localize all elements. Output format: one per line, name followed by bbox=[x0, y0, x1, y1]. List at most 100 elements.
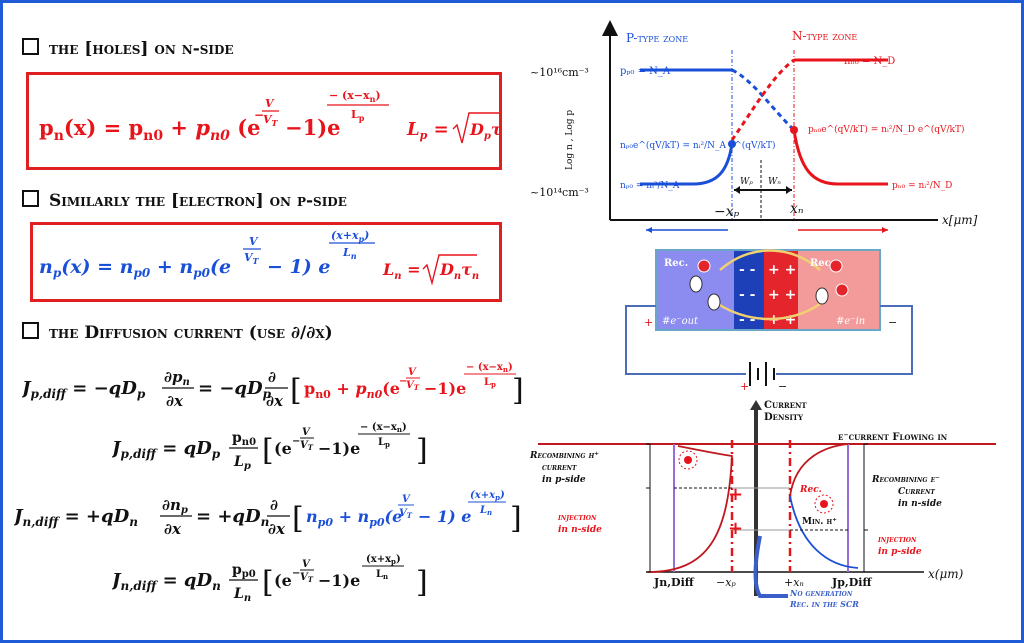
svg-text:VT: VT bbox=[399, 508, 413, 520]
svg-text:VT: VT bbox=[263, 113, 279, 128]
svg-text:Ln: Ln bbox=[233, 586, 251, 604]
svg-text:(x+xp): (x+xp) bbox=[470, 490, 505, 502]
tick-1e16: ~10¹⁶cm⁻³ bbox=[530, 66, 589, 79]
eq-jp1: Jp,diff = −qDp ∂pn ∂x = −qDp ∂ ∂x [ pn0 … bbox=[22, 362, 522, 410]
current-title-2: Density bbox=[764, 412, 804, 423]
plus-xn-label: +xₙ bbox=[784, 576, 804, 589]
equation-box-electrons: np(x) = np0 + np0(e V VT − 1) e (x+xp) L… bbox=[30, 222, 502, 302]
x-axis-label-bottom: x(μm) bbox=[928, 567, 964, 581]
svg-text:∂pn: ∂pn bbox=[164, 368, 190, 388]
wire-right bbox=[776, 305, 913, 375]
e-current-label: e⁻current Flowing in bbox=[838, 432, 948, 443]
svg-text:Jp,diff = −qDp: Jp,diff = −qDp bbox=[22, 378, 146, 401]
svg-text:∂np: ∂np bbox=[162, 496, 188, 516]
heading-holes: the [holes] on n-side bbox=[22, 38, 234, 59]
svg-text:−1)e: −1)e bbox=[318, 439, 360, 458]
terminal-plus: + bbox=[644, 316, 653, 329]
svg-text:∂x: ∂x bbox=[166, 392, 184, 410]
np-inj-dot bbox=[728, 140, 736, 148]
terminal-minus: − bbox=[888, 316, 897, 329]
eq-pn-svg: pn(x) = pn0 + pn0 (e − V VT −1)e − (x−xn… bbox=[39, 89, 509, 144]
svg-text:+: + bbox=[728, 484, 743, 505]
svg-text:V: V bbox=[402, 494, 411, 505]
e-in-label: #e⁻in bbox=[836, 316, 865, 327]
checkbox-bullet-icon bbox=[22, 190, 39, 207]
svg-text:Ln: Ln bbox=[376, 569, 388, 581]
svg-text:]: ] bbox=[510, 501, 522, 536]
pn-minority-curve bbox=[792, 129, 888, 186]
svg-text:- -: - - bbox=[739, 287, 756, 303]
equation-box-holes: pn(x) = pn0 + pn0 (e − V VT −1)e − (x−xn… bbox=[26, 72, 509, 170]
svg-text:∂x: ∂x bbox=[266, 392, 284, 410]
spark-icon bbox=[814, 494, 834, 514]
label-minus-xp: −xₚ bbox=[714, 204, 740, 220]
svg-text:V: V bbox=[408, 367, 417, 378]
p-transition-curve bbox=[731, 68, 796, 132]
p-zone-title: P-type zone bbox=[626, 31, 688, 45]
eq-lp: Lp = bbox=[406, 119, 449, 142]
svg-text:Lp: Lp bbox=[484, 377, 496, 389]
svg-text:V: V bbox=[249, 235, 259, 248]
svg-text:(x+xp): (x+xp) bbox=[331, 229, 369, 244]
inj-n-label-1: injection bbox=[557, 513, 597, 523]
svg-text:Jp,diff = qDp: Jp,diff = qDp bbox=[112, 438, 221, 461]
svg-text:∂x: ∂x bbox=[268, 520, 286, 538]
current-title-1: Current bbox=[764, 400, 807, 411]
rec-h-label-1: Recombining h⁺ bbox=[529, 451, 599, 461]
n-zone-title: N-type zone bbox=[792, 29, 857, 43]
wire-left bbox=[625, 305, 746, 375]
battery-minus: − bbox=[778, 380, 787, 393]
rec-e-label-2: Current bbox=[898, 487, 935, 497]
svg-text:VT: VT bbox=[300, 440, 314, 452]
eq-ln: Ln = bbox=[382, 260, 421, 282]
svg-text:+ +: + + bbox=[768, 262, 796, 278]
svg-text:(e: (e bbox=[274, 439, 292, 458]
svg-text:(e: (e bbox=[274, 571, 292, 590]
no-gen-label-2: Rec. in the SCR bbox=[789, 599, 859, 609]
svg-text:- -: - - bbox=[739, 262, 756, 278]
svg-text:−1)e: −1)e bbox=[318, 571, 360, 590]
minus-xp-label: −xₚ bbox=[716, 576, 736, 589]
pn-inj-dot bbox=[790, 126, 798, 134]
rec-right: Rec. bbox=[810, 258, 834, 269]
svg-text:+ +: + + bbox=[768, 287, 796, 303]
label-pn0-inj: pₙ₀e^(qV/kT) = nᵢ²/N_D e^(qV/kT) bbox=[808, 124, 965, 135]
svg-text:[: [ bbox=[262, 565, 274, 600]
svg-text:Dnτn: Dnτn bbox=[439, 260, 479, 282]
svg-text:np0 + np0(e: np0 + np0(e bbox=[306, 507, 402, 529]
svg-text:Ln: Ln bbox=[479, 505, 492, 517]
width-arrowheads bbox=[734, 186, 792, 194]
svg-text:Ln: Ln bbox=[342, 246, 357, 261]
svg-text:− (x−xn): − (x−xn) bbox=[360, 422, 407, 434]
svg-text:∂x: ∂x bbox=[164, 520, 182, 538]
svg-text:]: ] bbox=[416, 433, 428, 468]
min-hole-curve bbox=[789, 495, 859, 569]
y-axis-label: Log n , Log p bbox=[565, 110, 575, 170]
inj-p-label-2: in p-side bbox=[878, 547, 922, 557]
label-np0: nₚ₀ = nᵢ²/N_A bbox=[620, 181, 680, 191]
label-pn0: pₙ₀ = nᵢ²/N_D bbox=[892, 181, 952, 191]
svg-text:−: − bbox=[399, 376, 407, 387]
label-nn0: nₙ₀ = N_D bbox=[844, 56, 895, 67]
label-xn: xₙ bbox=[790, 201, 804, 217]
svg-text:V: V bbox=[265, 97, 275, 110]
checkbox-bullet-icon bbox=[22, 38, 39, 55]
jp-label: Jp,Diff bbox=[831, 576, 872, 589]
svg-text:= +qDn: = +qDn bbox=[196, 506, 269, 529]
svg-text:VT: VT bbox=[300, 572, 314, 584]
hole-flow-arrow bbox=[719, 249, 821, 271]
svg-text:−: − bbox=[292, 568, 300, 579]
svg-text:(x+xp): (x+xp) bbox=[366, 554, 401, 566]
svg-text:∂: ∂ bbox=[270, 496, 278, 514]
e-current-curve bbox=[789, 443, 849, 497]
svg-text:−: − bbox=[292, 436, 300, 447]
eq-np-lhs: np(x) = np0 + np0(e bbox=[39, 256, 231, 280]
svg-text:− (x−xn): − (x−xn) bbox=[466, 362, 513, 374]
svg-text:]: ] bbox=[512, 373, 522, 408]
rec-left: Rec. bbox=[664, 258, 688, 269]
checkbox-bullet-icon bbox=[22, 322, 39, 339]
current-density-plot: Current Density x(μm) e⁻current Flowing … bbox=[529, 400, 996, 609]
eq-pn-exp1: − bbox=[254, 108, 264, 122]
rec-e-label-1: Recombining e⁻ bbox=[871, 475, 940, 485]
np-minority-curve bbox=[640, 143, 734, 186]
